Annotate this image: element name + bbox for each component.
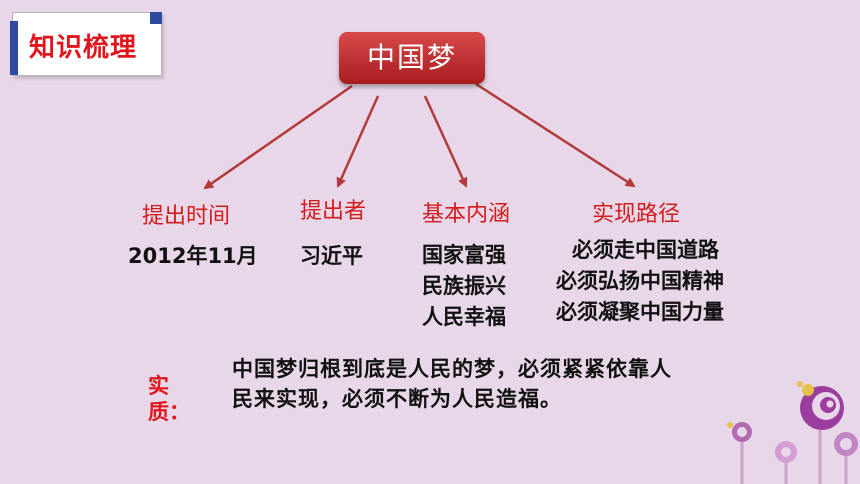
branch-label-proposer: 提出者	[300, 199, 367, 224]
arrow-to-connotation	[423, 95, 468, 188]
arrow-to-time	[203, 84, 353, 190]
detail-proposer: 习近平	[300, 244, 363, 268]
title-corner-mark	[150, 12, 162, 24]
essence-label: 实质：	[148, 374, 190, 424]
arrow-to-proposer	[336, 95, 380, 188]
title-accent-bar	[10, 21, 18, 75]
flower-decoration	[727, 381, 858, 484]
branch-label-path: 实现路径	[592, 202, 681, 227]
section-title: 知识梳理	[29, 33, 138, 63]
detail-time: 2012年11月	[128, 244, 258, 268]
essence-text: 中国梦归根到底是人民的梦，必须紧紧依靠人民来实现，必须不断为人民造福。	[232, 357, 672, 411]
detail-path-2: 必须弘扬中国精神	[556, 269, 724, 293]
detail-connotation-3: 人民幸福	[422, 305, 506, 329]
center-node: 中国梦	[339, 32, 485, 84]
detail-connotation-2: 民族振兴	[422, 274, 506, 298]
branch-label-time: 提出时间	[142, 204, 231, 229]
section-title-box: 知识梳理	[10, 12, 162, 76]
branch-label-connotation: 基本内涵	[422, 202, 511, 227]
detail-connotation-1: 国家富强	[422, 243, 506, 267]
detail-path-3: 必须凝聚中国力量	[556, 300, 724, 324]
detail-path-1: 必须走中国道路	[572, 238, 719, 262]
arrow-to-path	[475, 82, 636, 188]
